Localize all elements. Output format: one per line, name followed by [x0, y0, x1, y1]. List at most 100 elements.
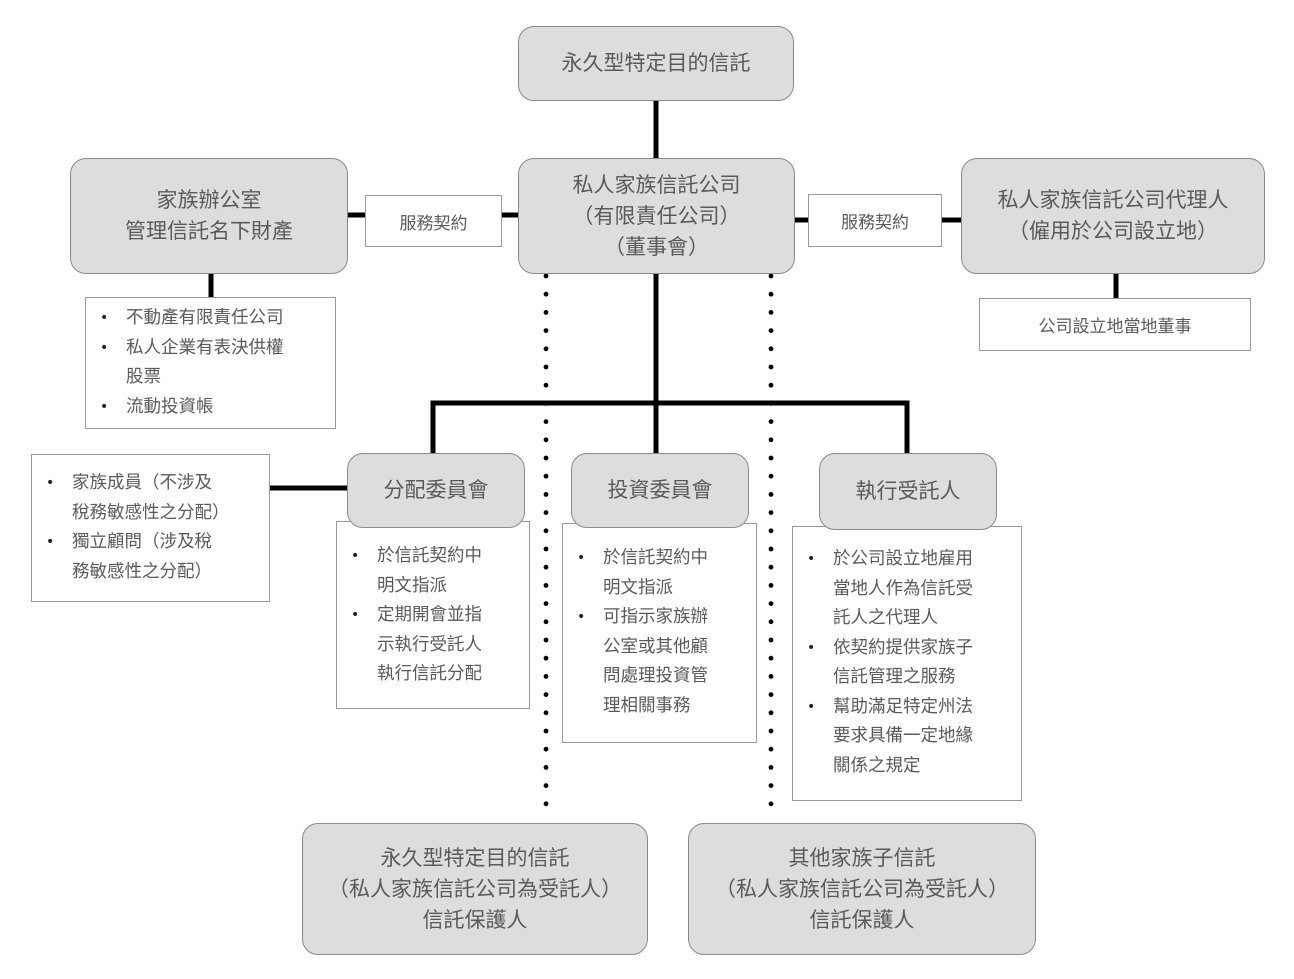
node-top-purpose-trust: 永久型特定目的信託: [518, 26, 794, 101]
node-executive-trustee: 執行受託人: [819, 453, 997, 530]
dot: [543, 728, 549, 734]
node-investment-committee: 投資委員會: [571, 453, 749, 528]
dot: [543, 328, 549, 333]
dot: [543, 564, 549, 570]
dot: [768, 310, 774, 315]
dot: [543, 783, 549, 788]
dot: [768, 546, 774, 552]
dot: [768, 783, 774, 788]
dot: [768, 765, 774, 770]
node-label: （董事會）: [604, 234, 709, 259]
local-director-box: 公司設立地當地董事: [979, 298, 1251, 351]
node-bottom-purpose-trust: 永久型特定目的信託 （私人家族信託公司為受託人） 信託保護人: [302, 823, 648, 955]
dot: [543, 710, 549, 716]
dot: [768, 364, 774, 370]
node-label: 執行受託人: [855, 479, 961, 503]
node-label: 永久型特定目的信託: [561, 51, 751, 75]
dot: [543, 655, 549, 661]
dot: [543, 291, 549, 297]
dot: [768, 492, 774, 497]
dot: [768, 674, 774, 679]
dot: [768, 346, 774, 352]
dot: [768, 619, 774, 625]
node-label: （僱用於公司設立地）: [1008, 219, 1218, 243]
dot: [543, 401, 549, 406]
list-item: 不動產有限責任公司: [86, 304, 335, 334]
dot: [543, 364, 549, 370]
dot: [768, 455, 774, 461]
service-contract-right: 服務契約: [808, 194, 942, 247]
dot: [543, 528, 549, 534]
node-label: 其他家族子信託: [788, 845, 936, 870]
dot: [543, 583, 549, 588]
dot: [543, 601, 549, 606]
dot: [543, 546, 549, 552]
node-label: 管理信託名下財產: [125, 219, 293, 243]
dot: [543, 637, 549, 643]
node-label: 永久型特定目的信託: [380, 845, 570, 870]
dot: [768, 419, 774, 424]
dotted-line-left: [543, 273, 549, 807]
node-other-family-subtrusts: 其他家族子信託 （私人家族信託公司為受託人） 信託保護人: [688, 823, 1036, 955]
node-label: 私人家族信託公司代理人: [997, 188, 1229, 212]
dot: [543, 437, 549, 443]
dot: [543, 492, 549, 497]
node-label: 信託保護人: [422, 907, 528, 932]
dot: [768, 382, 774, 388]
dot: [768, 564, 774, 570]
dot: [768, 601, 774, 606]
dot: [543, 346, 549, 352]
dot: [543, 382, 549, 388]
node-label: 分配委員會: [383, 478, 489, 502]
node-distribution-committee: 分配委員會: [347, 453, 525, 528]
dot: [768, 583, 774, 588]
node-label: 家族辦公室: [156, 188, 262, 212]
dot: [768, 746, 774, 752]
dot: [543, 419, 549, 424]
dot: [768, 710, 774, 716]
dot: [768, 291, 774, 297]
dot: [768, 401, 774, 406]
dot: [768, 528, 774, 534]
node-label: 信託保護人: [809, 907, 915, 932]
node-label: （私人家族信託公司為受託人）: [328, 876, 622, 901]
dot: [543, 801, 549, 807]
node-label: （私人家族信託公司為受託人）: [715, 876, 1009, 901]
dot: [768, 328, 774, 333]
service-contract-left: 服務契約: [365, 195, 502, 247]
dot: [768, 801, 774, 807]
dot: [543, 619, 549, 625]
node-label: （有限責任公司）: [572, 203, 741, 228]
list-item: 流動投資帳: [86, 393, 335, 423]
dot: [543, 473, 549, 479]
dot: [768, 692, 774, 697]
dot: [768, 437, 774, 443]
node-ptc-agent: 私人家族信託公司代理人 （僱用於公司設立地）: [961, 158, 1265, 274]
dot: [768, 273, 774, 279]
dotted-line-right: [768, 273, 774, 807]
dot: [768, 637, 774, 643]
node-label: 投資委員會: [607, 478, 713, 502]
dot: [768, 728, 774, 734]
node-label: 私人家族信託公司: [572, 172, 741, 197]
dot: [768, 510, 774, 515]
node-family-office: 家族辦公室 管理信託名下財產: [70, 158, 348, 274]
dot: [768, 655, 774, 661]
node-private-trust-company: 私人家族信託公司 （有限責任公司） （董事會）: [518, 158, 795, 274]
dot: [543, 273, 549, 279]
